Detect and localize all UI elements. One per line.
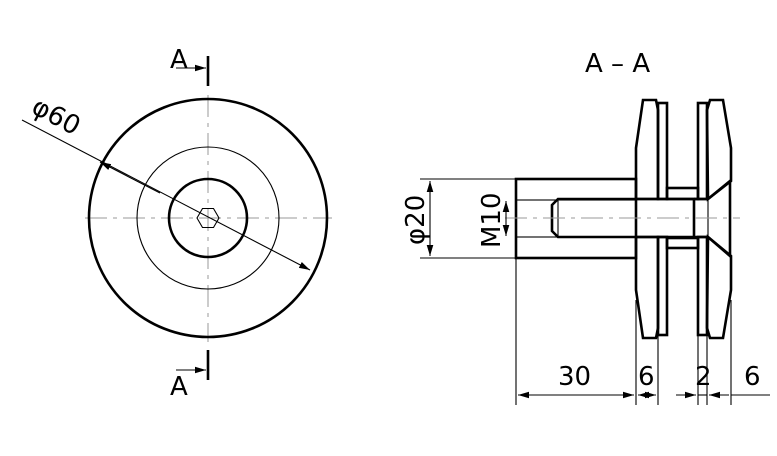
sleeve-bottom-wall bbox=[515, 236, 637, 259]
sleeve-top-wall bbox=[515, 178, 637, 201]
front-view: φ60 A A bbox=[21, 45, 332, 402]
section-view: A – A φ20 M10 bbox=[401, 49, 770, 405]
inner-circle bbox=[167, 177, 249, 259]
diameter-60-label: φ60 bbox=[27, 92, 85, 142]
dimension-6-left: 6 bbox=[638, 362, 655, 392]
spacer-bottom bbox=[665, 236, 700, 250]
left-plate-top bbox=[656, 101, 669, 201]
right-disc-top bbox=[705, 98, 733, 202]
section-title: A – A bbox=[585, 49, 650, 79]
diameter-20-label: φ20 bbox=[401, 195, 431, 245]
hex-socket-icon bbox=[196, 207, 220, 229]
right-plate-top bbox=[696, 101, 709, 201]
right-disc-bottom bbox=[705, 234, 733, 340]
dimension-30: 30 bbox=[558, 362, 591, 392]
length-dimensions: 30 6 2 6 bbox=[515, 258, 770, 405]
thread-m10-label: M10 bbox=[477, 192, 507, 248]
left-plate-bottom bbox=[656, 235, 669, 337]
middle-circle bbox=[136, 146, 280, 290]
section-mark-bottom: A bbox=[170, 372, 188, 402]
left-disc-top bbox=[634, 98, 660, 201]
dimension-2: 2 bbox=[695, 362, 712, 392]
section-mark-top: A bbox=[170, 45, 188, 75]
outer-circle bbox=[87, 97, 329, 339]
spacer-top bbox=[665, 186, 700, 201]
diameter-leader bbox=[21, 119, 311, 271]
dimension-6-right: 6 bbox=[744, 362, 761, 392]
left-disc-bottom bbox=[634, 235, 660, 340]
right-plate-bottom bbox=[696, 235, 709, 337]
